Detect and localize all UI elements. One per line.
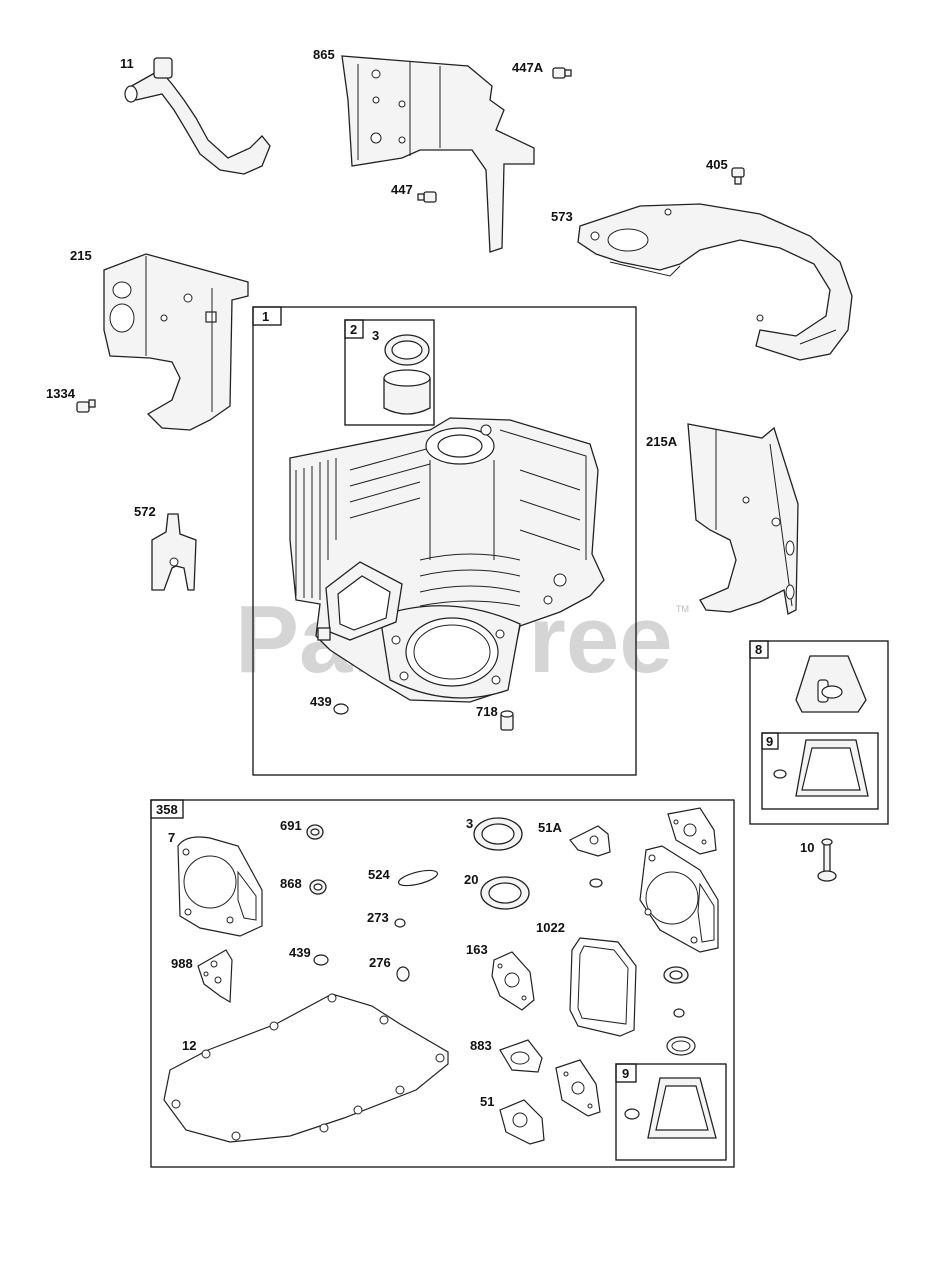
label-718: 718	[476, 704, 498, 719]
seal-ring-right-part[interactable]	[666, 1036, 696, 1056]
ring-small-b-part[interactable]	[673, 1008, 685, 1018]
label-865: 865	[313, 47, 335, 62]
label-447: 447	[391, 182, 413, 197]
label-691: 691	[280, 818, 302, 833]
label-11: 11	[120, 56, 134, 71]
label-405: 405	[706, 157, 728, 172]
gasket-1022-part[interactable]	[569, 937, 637, 1037]
label-524: 524	[368, 867, 390, 882]
screw-447-part[interactable]	[417, 191, 437, 203]
label-988: 988	[171, 956, 193, 971]
box-9a-label: 9	[766, 734, 773, 749]
seal-691-part[interactable]	[306, 824, 324, 840]
cylinder-shroud-part[interactable]	[341, 55, 535, 253]
box-9a-tag	[761, 732, 779, 750]
label-573: 573	[551, 209, 573, 224]
seal-868-part[interactable]	[309, 879, 327, 895]
box-8-tag	[749, 640, 769, 659]
seal-small-right-part[interactable]	[663, 966, 689, 984]
label-276: 276	[369, 955, 391, 970]
gasket-51-part[interactable]	[499, 1099, 545, 1145]
label-12: 12	[182, 1038, 196, 1053]
label-1022: 1022	[536, 920, 565, 935]
label-215: 215	[70, 248, 92, 263]
label-439: 439	[289, 945, 311, 960]
box-2-label: 2	[350, 322, 357, 337]
head-gasket-right-part[interactable]	[639, 845, 719, 953]
breather-gasket-b-part[interactable]	[624, 1077, 717, 1139]
label-215A: 215A	[646, 434, 678, 449]
seal-3-kit-part[interactable]	[384, 334, 430, 366]
back-plate-part[interactable]	[577, 203, 853, 361]
breather-cover-part[interactable]	[795, 655, 867, 713]
seal-20-part[interactable]	[480, 876, 530, 910]
bearing-sleeve-part[interactable]	[383, 369, 431, 415]
ring-439-kit-part[interactable]	[333, 703, 349, 715]
gasket-51A-part[interactable]	[569, 825, 611, 857]
label-273: 273	[367, 910, 389, 925]
bearing-kit-frame	[344, 319, 435, 426]
label-51: 51	[480, 1094, 494, 1109]
engine-block-part[interactable]	[289, 417, 605, 703]
clip-572-part[interactable]	[151, 513, 197, 591]
label-572: 572	[134, 504, 156, 519]
engine-block-frame	[252, 306, 637, 776]
box-9b-label: 9	[622, 1066, 629, 1081]
box-2-tag	[344, 319, 364, 339]
seal-3-part[interactable]	[473, 817, 523, 851]
screw-405-part[interactable]	[731, 167, 745, 185]
breather-gasket-a-part[interactable]	[773, 739, 869, 797]
gasket-988-part[interactable]	[197, 949, 233, 1004]
box-358-label: 358	[156, 802, 178, 817]
label-439-kit: 439	[310, 694, 332, 709]
gasket-carb-part[interactable]	[555, 1059, 601, 1117]
head-gasket-7-part[interactable]	[177, 836, 263, 937]
air-guide-part[interactable]	[103, 253, 249, 431]
gasket-163-part[interactable]	[491, 951, 535, 1011]
label-3-kit: 3	[372, 328, 379, 343]
bolt-10-part[interactable]	[817, 838, 837, 882]
gasket-set-frame	[150, 799, 735, 1168]
breather-gasket-kit-frame-a	[761, 732, 879, 810]
gasket-883-part[interactable]	[499, 1039, 543, 1073]
crankcase-gasket-12-part[interactable]	[163, 993, 449, 1143]
ring-small-a-part[interactable]	[589, 878, 603, 888]
label-883: 883	[470, 1038, 492, 1053]
box-8-label: 8	[755, 642, 762, 657]
screw-1334-part[interactable]	[76, 399, 96, 413]
breather-kit-frame	[749, 640, 889, 825]
breather-tube-part[interactable]	[124, 57, 271, 175]
air-guide-215A-part[interactable]	[687, 423, 799, 615]
oring-524-part[interactable]	[397, 867, 439, 888]
label-20: 20	[464, 872, 478, 887]
label-51A: 51A	[538, 820, 562, 835]
breather-gasket-kit-frame-b	[615, 1063, 727, 1161]
label-3: 3	[466, 816, 473, 831]
watermark-tm: TM	[676, 604, 689, 614]
box-9b-tag	[615, 1063, 637, 1083]
label-447A: 447A	[512, 60, 544, 75]
label-7: 7	[168, 830, 175, 845]
label-163: 163	[466, 942, 488, 957]
gasket-tr-part[interactable]	[667, 807, 717, 855]
label-868: 868	[280, 876, 302, 891]
box-1-tag	[252, 306, 282, 326]
box-358-tag	[150, 799, 184, 819]
label-10: 10	[800, 840, 814, 855]
dowel-718-part[interactable]	[500, 710, 514, 731]
ring-439-part[interactable]	[313, 954, 329, 966]
label-1334: 1334	[46, 386, 76, 401]
box-1-label: 1	[262, 309, 269, 324]
screw-447A-part[interactable]	[552, 67, 572, 79]
washer-276-part[interactable]	[396, 966, 410, 982]
washer-273-part[interactable]	[394, 918, 406, 928]
